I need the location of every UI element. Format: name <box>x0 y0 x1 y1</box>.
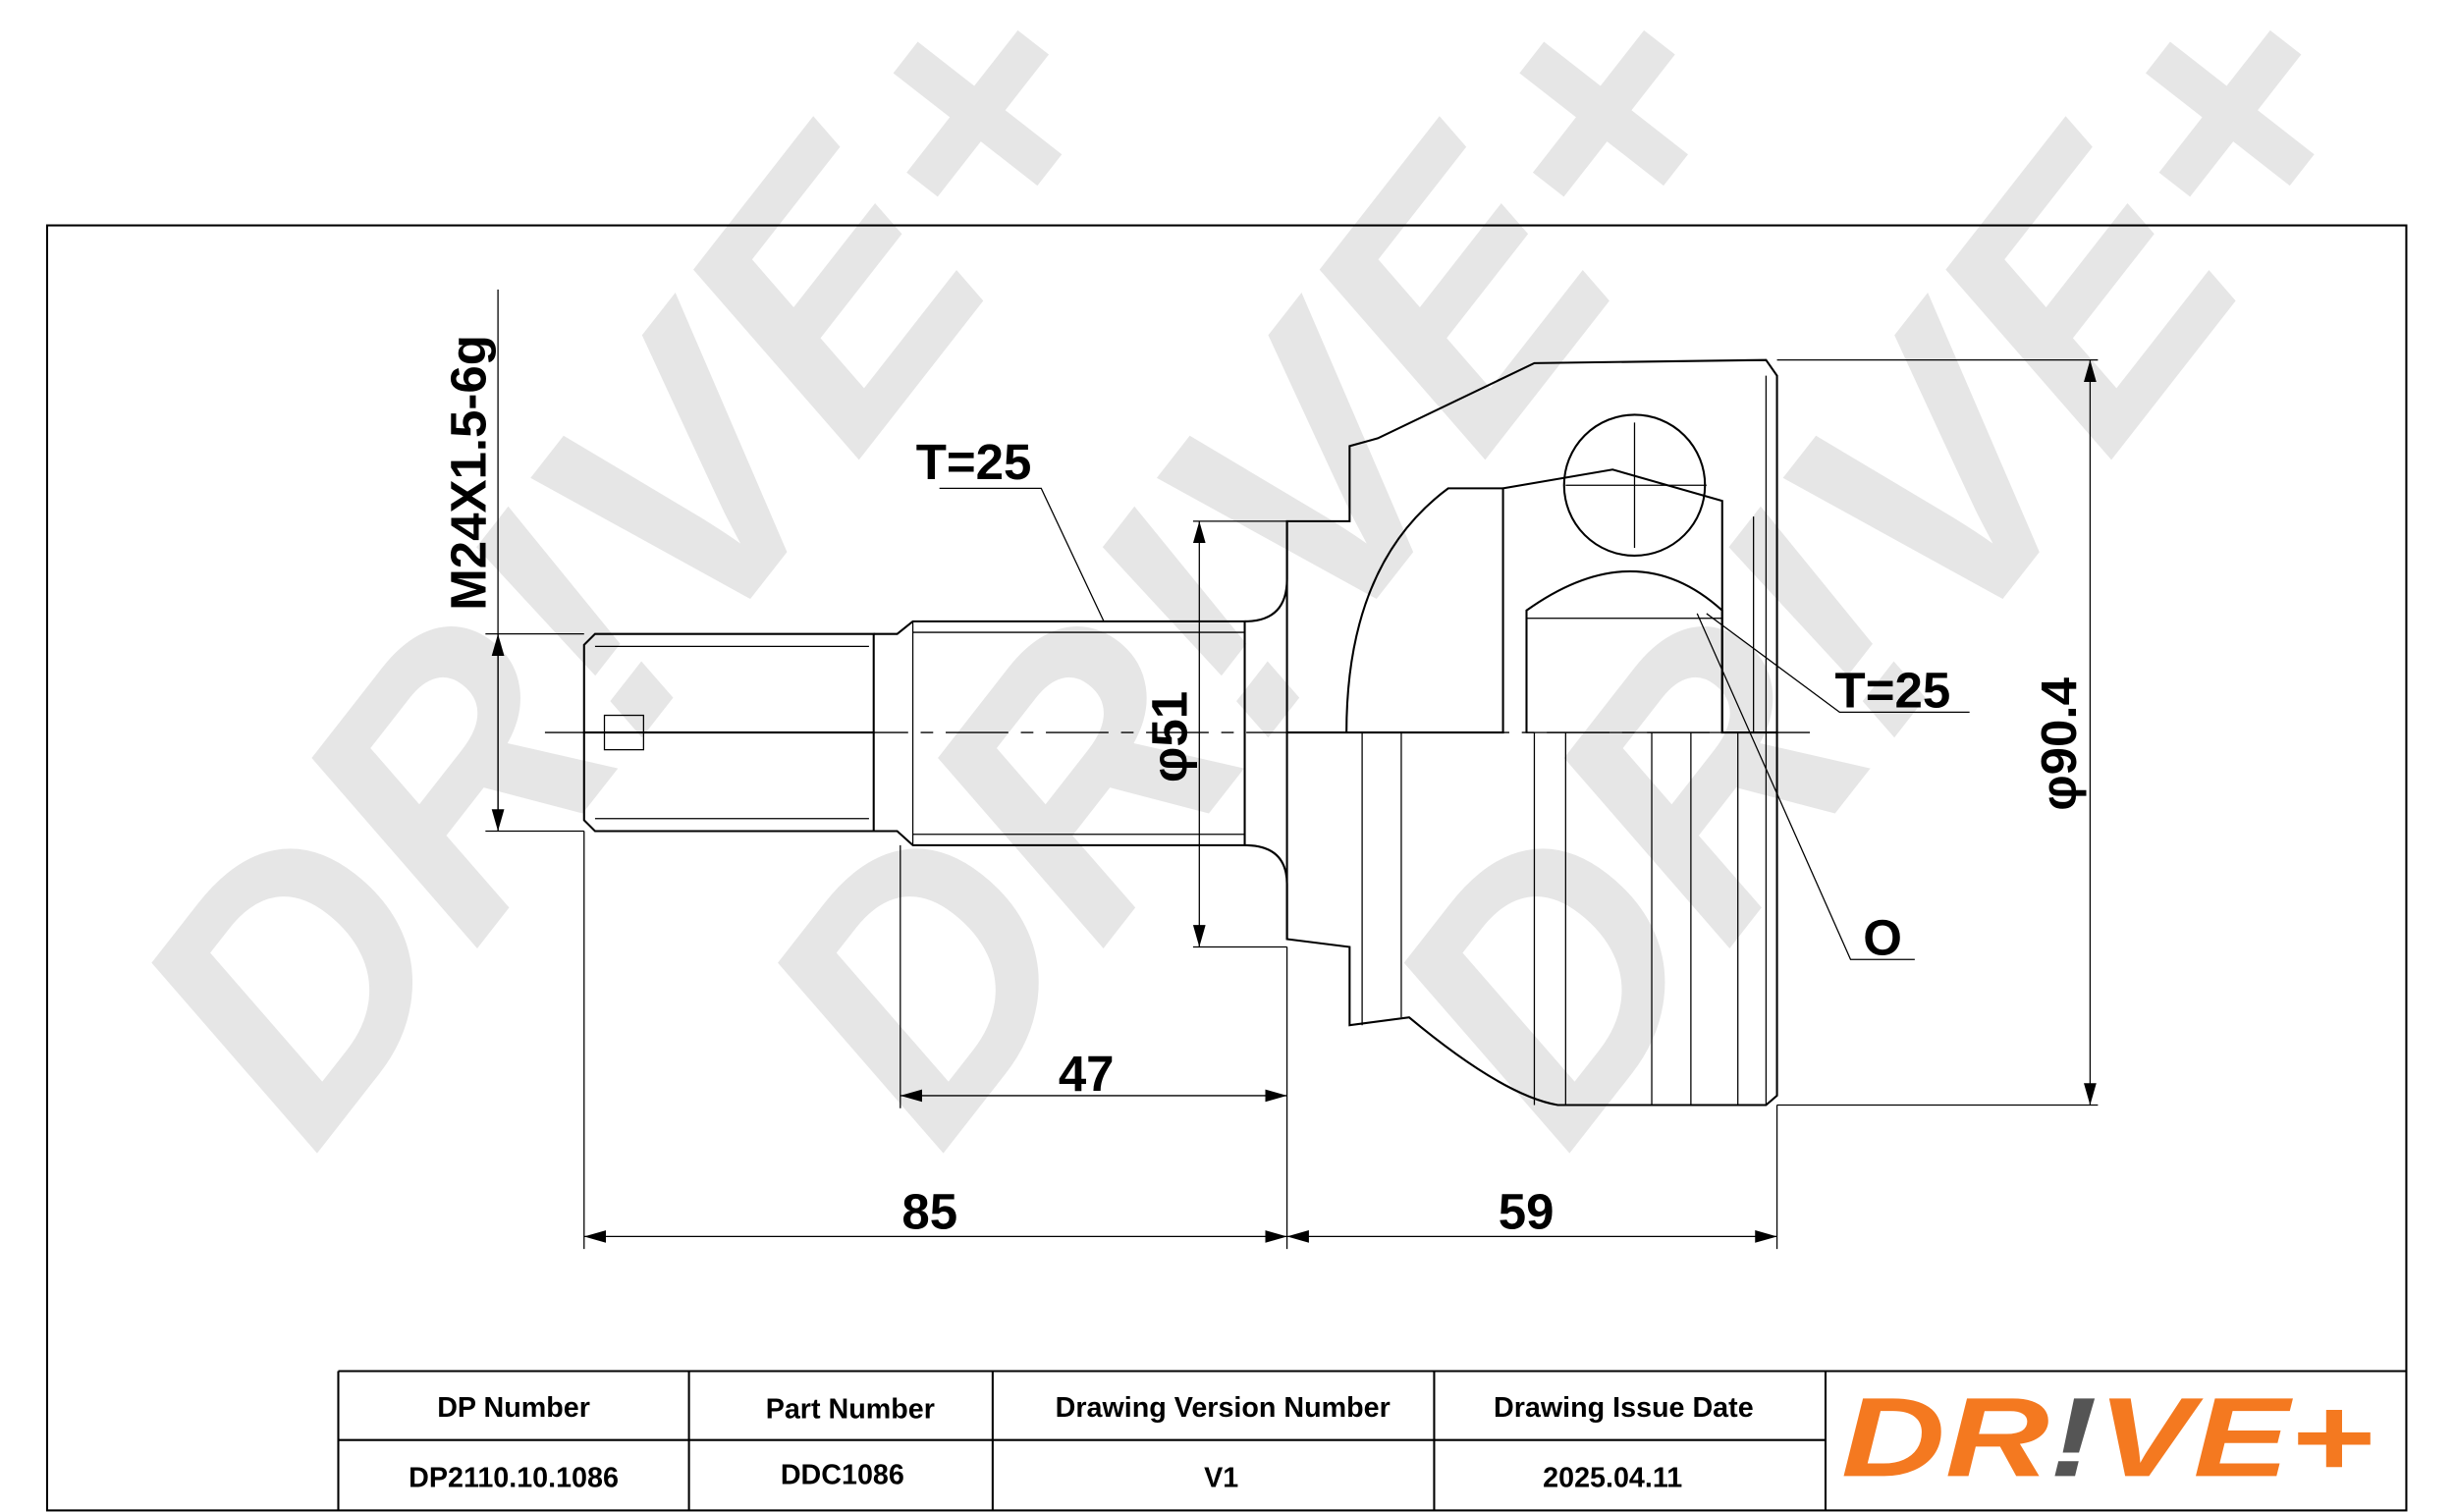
dim-47: 47 <box>1059 1046 1115 1102</box>
header-part-number: Part Number <box>766 1393 935 1425</box>
dim-59: 59 <box>1499 1183 1555 1239</box>
title-block: DP Number Part Number Drawing Version Nu… <box>337 1370 2407 1511</box>
dim-85: 85 <box>901 1183 957 1239</box>
svg-text:DR!VE+: DR!VE+ <box>1841 1375 2373 1500</box>
shaft-diameter-label: φ51 <box>1142 691 1198 783</box>
oring-label: O <box>1863 909 1902 965</box>
housing-diameter-label: φ90.4 <box>2031 676 2087 810</box>
drive-logo: DR!VE+ <box>1841 1375 2373 1500</box>
header-drawing-version: Drawing Version Number <box>1056 1392 1391 1424</box>
value-version: V1 <box>1204 1462 1238 1493</box>
header-dp-number: DP Number <box>437 1392 590 1424</box>
dimension-lines <box>485 289 2099 1250</box>
watermarks: DR!VE+ DR!VE+ DR!VE+ <box>56 0 2445 1206</box>
value-part-number: DDC1086 <box>781 1459 904 1490</box>
spline-outer-label: T=25 <box>916 434 1032 490</box>
spline-inner-label: T=25 <box>1835 663 1951 719</box>
value-issue-date: 2025.04.11 <box>1543 1462 1682 1493</box>
part-outline <box>582 358 1778 1107</box>
thread-label: M24X1.5-6g <box>440 335 496 611</box>
header-issue-date: Drawing Issue Date <box>1494 1392 1754 1424</box>
drawing-frame <box>45 224 2408 1512</box>
value-dp-number: DP2110.10.1086 <box>409 1462 619 1493</box>
